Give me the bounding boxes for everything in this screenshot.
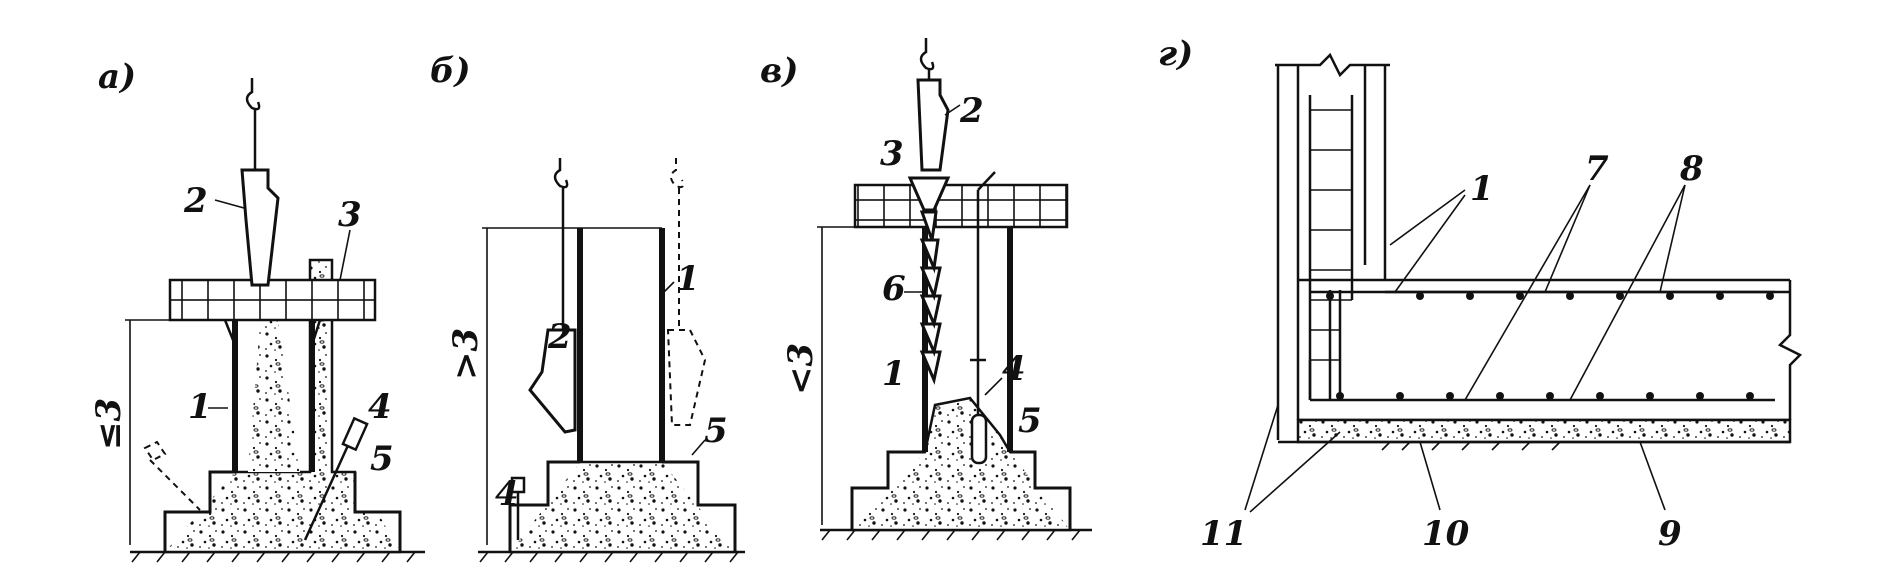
formwork-right bbox=[662, 460, 737, 552]
ground-hatch bbox=[479, 551, 739, 563]
callout-5: 5 bbox=[704, 411, 728, 451]
concrete-bucket bbox=[528, 328, 577, 434]
formwork-left bbox=[163, 470, 235, 552]
panel-g: г) bbox=[1158, 34, 1803, 554]
vibrator-icon bbox=[970, 413, 988, 465]
panel-g-title: г) bbox=[1158, 34, 1193, 74]
leader bbox=[1544, 184, 1591, 293]
callout-2: 2 bbox=[959, 91, 984, 131]
vibrator-previous-position bbox=[149, 459, 201, 511]
callout-1: 1 bbox=[188, 387, 212, 427]
panel-v: в) <3 1 2 3 4 5 6 bbox=[760, 38, 1092, 541]
leader bbox=[944, 104, 961, 116]
callout-4: 4 bbox=[1002, 349, 1026, 389]
slab-break-line bbox=[1777, 280, 1803, 420]
callout-1: 1 bbox=[676, 259, 700, 299]
vibrator-handle bbox=[977, 171, 996, 191]
top-rebar-dots bbox=[1326, 292, 1774, 300]
callout-1: 1 bbox=[882, 354, 906, 394]
soil-hatch bbox=[1381, 441, 1561, 451]
leader bbox=[1394, 194, 1466, 293]
ground-hatch bbox=[131, 551, 416, 563]
vibrator-previous-icon bbox=[143, 440, 167, 462]
callout-5: 5 bbox=[370, 439, 394, 479]
concrete-stream bbox=[248, 300, 300, 472]
callout-2: 2 bbox=[183, 181, 208, 221]
vibrator-icon bbox=[510, 476, 526, 494]
leader bbox=[1639, 441, 1666, 511]
callout-4: 4 bbox=[495, 474, 519, 514]
deck-brace bbox=[223, 319, 237, 346]
formwork-right bbox=[1010, 450, 1072, 530]
leader bbox=[1464, 184, 1591, 401]
crane-hook-icon bbox=[553, 158, 569, 189]
height-label: <3 bbox=[781, 343, 821, 395]
crane-hook-icon bbox=[919, 38, 935, 71]
callout-6: 6 bbox=[882, 269, 906, 309]
formwork-right bbox=[353, 472, 402, 552]
concrete-bucket-previous bbox=[666, 329, 707, 426]
callout-4: 4 bbox=[368, 387, 392, 427]
vibrator-icon bbox=[341, 416, 369, 452]
formwork-left bbox=[508, 460, 580, 552]
break-line bbox=[1275, 52, 1390, 78]
concrete-bucket bbox=[240, 168, 280, 287]
leader bbox=[214, 199, 245, 209]
panel-v-title: в) bbox=[760, 51, 798, 91]
ground-hatch bbox=[821, 529, 1081, 541]
leader bbox=[1659, 184, 1686, 293]
panel-a-title: а) bbox=[98, 57, 136, 97]
vibrator-rod bbox=[303, 429, 357, 541]
crane-hook-previous-icon bbox=[670, 158, 685, 189]
leader bbox=[984, 377, 1003, 396]
leader bbox=[339, 229, 351, 281]
scaffold-deck bbox=[853, 183, 1069, 229]
callout-3: 3 bbox=[338, 195, 362, 235]
concrete-bucket bbox=[916, 78, 950, 172]
callout-1: 1 bbox=[1470, 169, 1494, 209]
height-label: >3 bbox=[446, 328, 486, 380]
scaffold-deck bbox=[168, 278, 377, 322]
leader bbox=[1389, 189, 1466, 246]
callout-8: 8 bbox=[1679, 149, 1704, 189]
callout-2: 2 bbox=[547, 317, 572, 357]
leader bbox=[1244, 404, 1279, 511]
deck-brace bbox=[310, 319, 322, 346]
formwork-left bbox=[850, 450, 925, 530]
callout-5: 5 bbox=[1018, 401, 1042, 441]
callout-3: 3 bbox=[880, 134, 904, 174]
callout-10: 10 bbox=[1422, 514, 1470, 554]
leader bbox=[663, 281, 675, 293]
height-label: ≤3 bbox=[89, 398, 129, 450]
receiving-hopper bbox=[907, 176, 951, 212]
panel-b: б) >3 1 2 4 5 bbox=[430, 51, 745, 563]
panel-a: а) ≤3 1 2 3 bbox=[89, 57, 425, 563]
leader bbox=[1419, 441, 1441, 511]
callout-7: 7 bbox=[1585, 149, 1609, 189]
leader bbox=[1569, 184, 1686, 401]
leader bbox=[691, 439, 706, 456]
leader bbox=[1249, 431, 1341, 513]
callout-9: 9 bbox=[1658, 514, 1682, 554]
concrete-preparation bbox=[1296, 418, 1792, 444]
elephant-trunk-chute bbox=[919, 210, 942, 385]
crane-hook-icon bbox=[245, 78, 261, 111]
panel-b-title: б) bbox=[430, 51, 471, 91]
callout-11: 11 bbox=[1200, 514, 1247, 554]
bottom-rebar-dots bbox=[1336, 392, 1754, 400]
